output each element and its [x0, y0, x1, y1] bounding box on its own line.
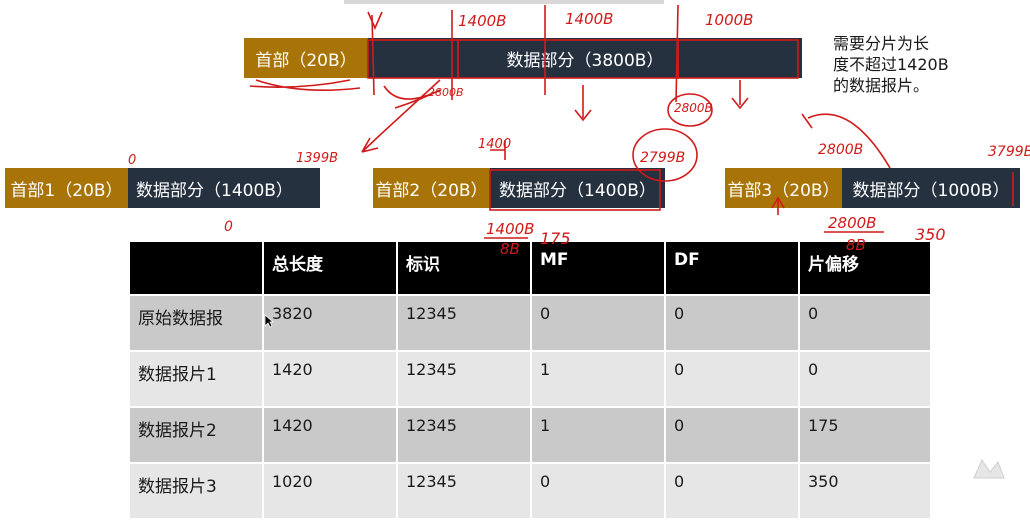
cell: 1420	[262, 350, 398, 408]
ink-label-8: 2800B	[818, 142, 863, 158]
ink-label-18: 3799B	[988, 144, 1030, 160]
cell: 175	[798, 406, 932, 464]
cell: 0	[530, 294, 666, 352]
header-total-length: 总长度	[262, 240, 398, 296]
ink-bracket	[490, 140, 506, 160]
cell: 12345	[396, 294, 532, 352]
ink-scribble-1	[249, 79, 361, 91]
fragment-1: 首部1（20B） 数据部分（1400B）	[5, 168, 320, 208]
cell: 0	[798, 294, 932, 352]
ink-circle-2	[667, 93, 713, 127]
cell: 1	[530, 350, 666, 408]
table-row: 数据报片2 1420 12345 1 0 175	[128, 406, 932, 464]
original-header: 首部（20B）	[244, 38, 368, 78]
cell: 数据报片1	[128, 350, 264, 408]
ink-label-15: 0	[128, 153, 136, 168]
cell: 0	[664, 406, 800, 464]
cell: 0	[530, 462, 666, 520]
fragment-2-header: 首部2（20B）	[373, 168, 490, 208]
ink-label-12: 2800B	[828, 214, 876, 232]
header-mf: MF	[530, 240, 666, 296]
cell: 1020	[262, 462, 398, 520]
ink-arrow-3	[574, 85, 592, 122]
fragment-2: 首部2（20B） 数据部分（1400B）	[373, 168, 665, 208]
fragment-1-header: 首部1（20B）	[5, 168, 128, 208]
ink-arrow-5	[801, 113, 891, 169]
note-line-2: 度不超过1420B	[833, 55, 949, 74]
cell: 1420	[262, 406, 398, 464]
ink-scribble-2	[383, 85, 441, 109]
cell: 350	[798, 462, 932, 520]
ink-label-5: 2799B	[640, 150, 685, 166]
ink-label-2: 1400B	[565, 10, 613, 28]
ink-label-17: 2800B	[428, 86, 464, 99]
fragmentation-note: 需要分片为长 度不超过1420B 的数据报片。	[833, 33, 973, 96]
ink-label-9: 1400B	[486, 220, 534, 238]
fragment-3-header: 首部3（20B）	[725, 168, 842, 208]
ink-label-4: 2800B	[674, 101, 713, 115]
corner-widget-icon[interactable]	[968, 452, 1008, 482]
ink-arrow-1	[367, 11, 383, 30]
ink-arrow-2	[361, 79, 441, 153]
cell: 数据报片3	[128, 462, 264, 520]
fragment-table: 总长度 标识 MF DF 片偏移 原始数据报 3820 12345 0 0 0 …	[128, 240, 932, 520]
cell: 0	[664, 462, 800, 520]
fragment-3-data: 数据部分（1000B）	[842, 168, 1020, 208]
fragment-2-data: 数据部分（1400B）	[490, 168, 665, 208]
note-line-1: 需要分片为长	[833, 34, 930, 53]
table-row: 原始数据报 3820 12345 0 0 0	[128, 294, 932, 352]
cell: 0	[664, 350, 800, 408]
ink-label-7: 1400	[478, 137, 511, 152]
header-cell	[128, 240, 264, 296]
original-datagram: 首部（20B） 数据部分（3800B）	[244, 38, 802, 78]
cell: 3820	[262, 294, 398, 352]
ink-arrow-4	[731, 80, 749, 110]
ink-label-3: 1000B	[705, 11, 753, 29]
note-line-3: 的数据报片。	[833, 76, 930, 95]
cell: 1	[530, 406, 666, 464]
cell: 原始数据报	[128, 294, 264, 352]
header-offset: 片偏移	[798, 240, 932, 296]
cell: 数据报片2	[128, 406, 264, 464]
original-data: 数据部分（3800B）	[368, 38, 802, 78]
cell: 12345	[396, 406, 532, 464]
cell: 0	[798, 350, 932, 408]
window-top-strip	[344, 0, 664, 4]
ink-label-6: 1399B	[296, 151, 338, 166]
cell: 12345	[396, 462, 532, 520]
cell: 0	[664, 294, 800, 352]
header-identification: 标识	[396, 240, 532, 296]
table-header-row: 总长度 标识 MF DF 片偏移	[128, 240, 932, 296]
fragment-1-data: 数据部分（1400B）	[128, 168, 320, 208]
mouse-cursor-icon	[264, 314, 274, 328]
header-df: DF	[664, 240, 800, 296]
cell: 12345	[396, 350, 532, 408]
table-row: 数据报片1 1420 12345 1 0 0	[128, 350, 932, 408]
ink-label-1: 1400B	[458, 12, 506, 30]
fragment-3: 首部3（20B） 数据部分（1000B）	[725, 168, 1020, 208]
table-row: 数据报片3 1020 12345 0 0 350	[128, 462, 932, 520]
ink-label-16: 0	[224, 219, 233, 235]
